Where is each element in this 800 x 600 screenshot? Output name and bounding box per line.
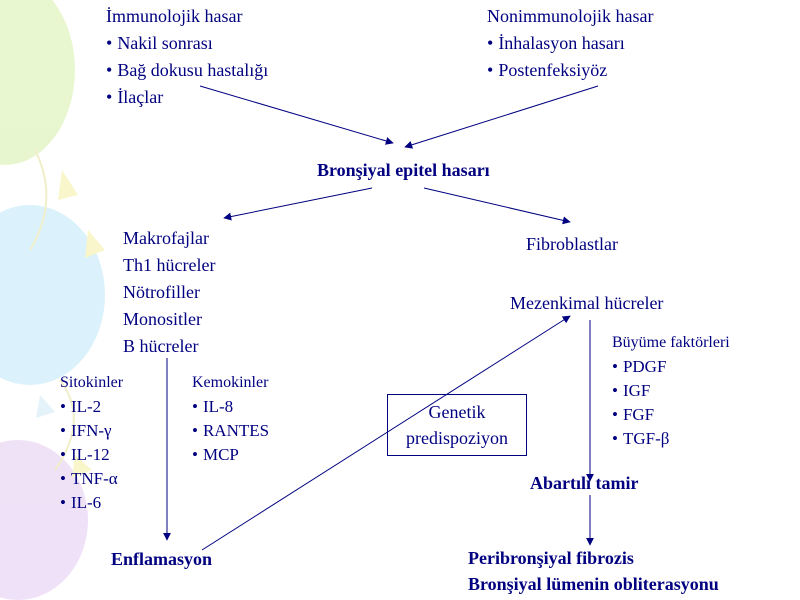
genetic-label: Genetik: [428, 402, 486, 422]
list-item: B hücreler: [123, 336, 199, 356]
list-item: MCP: [192, 446, 269, 470]
fibroblasts-label: Fibroblastlar: [526, 234, 618, 254]
list-item: İlaçlar: [106, 88, 268, 115]
excessive-repair-label: Abartılı tamir: [530, 473, 639, 493]
sparkle-shape: [36, 395, 55, 418]
nonimmunologic-heading: Nonimmunolojik hasar: [487, 6, 654, 26]
cytokines-list: IL-2 IFN-γ IL-12 TNF-α IL-6: [60, 398, 118, 518]
list-item: TGF-β: [612, 430, 669, 454]
immune-cells-list: Makrofajlar Th1 hücreler Nötrofiller Mon…: [123, 229, 215, 364]
list-item: Nakil sonrası: [106, 34, 268, 61]
list-item: IL-6: [60, 494, 118, 518]
list-item: IGF: [612, 382, 669, 406]
list-item: PDGF: [612, 358, 669, 382]
mesenchymal-cells-label: Mezenkimal hücreler: [510, 293, 664, 313]
lumen-obliteration-label: Bronşiyal lümenin obliterasyonu: [468, 574, 719, 594]
list-item: Makrofajlar: [123, 228, 209, 248]
list-item: IL-2: [60, 398, 118, 422]
growth-factors-list: PDGF IGF FGF TGF-β: [612, 358, 669, 454]
arrow-nonimmuno-to-center: [404, 85, 599, 149]
sparkle-shape: [58, 170, 78, 200]
list-item: FGF: [612, 406, 669, 430]
list-item: IL-12: [60, 446, 118, 470]
inflammation-label: Enflamasyon: [111, 549, 213, 569]
list-item: TNF-α: [60, 470, 118, 494]
list-item: RANTES: [192, 422, 269, 446]
arrow-center-to-fibroblasts: [423, 187, 571, 225]
balloon-string: [29, 149, 48, 251]
balloon-blue: [0, 205, 105, 385]
arrow-center-to-cells: [223, 187, 373, 221]
peribronchial-fibrosis-label: Peribronşiyal fibrozis: [468, 548, 634, 568]
chemokines-heading: Kemokinler: [192, 374, 269, 391]
growth-factors-heading: Büyüme faktörleri: [612, 334, 730, 351]
list-item: Nötrofiller: [123, 282, 200, 302]
list-item: IL-8: [192, 398, 269, 422]
list-item: Th1 hücreler: [123, 255, 216, 275]
list-item: İnhalasyon hasarı: [487, 34, 624, 61]
immunologic-heading: İmmunolojik hasar: [106, 6, 243, 26]
sparkle-shape: [85, 230, 105, 258]
predisposition-label: predispoziyon: [406, 428, 508, 448]
chemokines-list: IL-8 RANTES MCP: [192, 398, 269, 470]
list-item: IFN-γ: [60, 422, 118, 446]
arrow-inflammation-to-mesenchymal: [201, 315, 571, 551]
list-item: Postenfeksiyöz: [487, 61, 625, 88]
genetic-predisposition-box: Genetik predispoziyon: [387, 394, 527, 456]
nonimmunologic-list: İnhalasyon hasarı Postenfeksiyöz: [487, 34, 625, 88]
cytokines-heading: Sitokinler: [60, 374, 124, 391]
list-item: Monositler: [123, 309, 202, 329]
immunologic-list: Nakil sonrası Bağ dokusu hastalığı İlaçl…: [106, 34, 268, 115]
bronchial-epithelial-damage: Bronşiyal epitel hasarı: [317, 160, 490, 180]
balloon-green: [0, 0, 75, 165]
list-item: Bağ dokusu hastalığı: [106, 61, 268, 88]
